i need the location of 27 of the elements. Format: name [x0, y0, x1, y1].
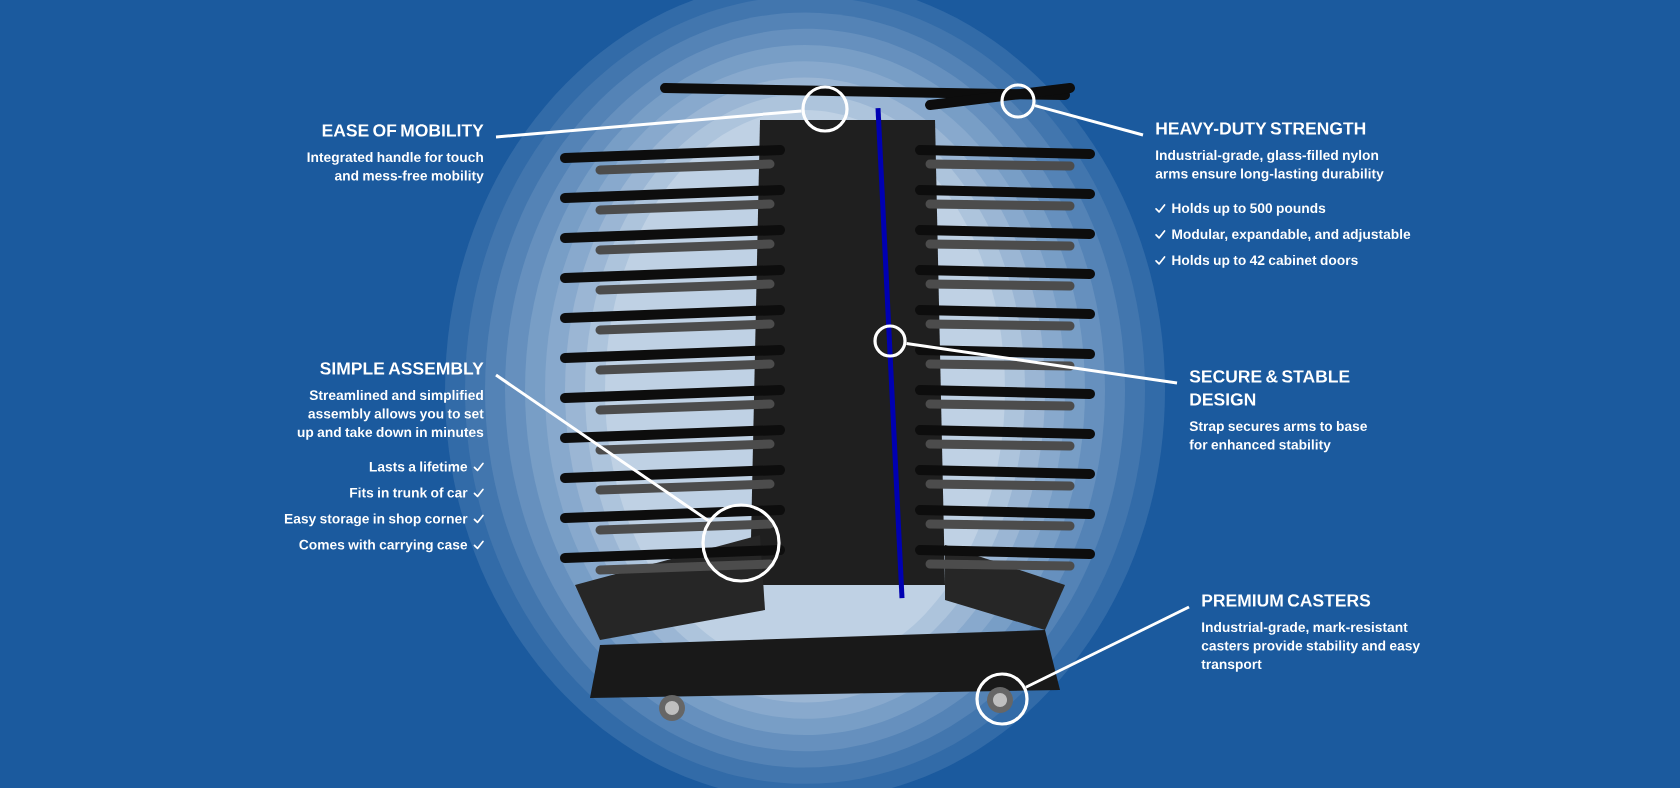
leader-line — [495, 373, 710, 522]
checklist-item: Easy storage in shop corner — [284, 513, 468, 527]
callout-circle — [975, 672, 1029, 726]
checklist-item: Comes with carrying case — [299, 539, 468, 553]
callout-circle — [873, 324, 907, 358]
leader-line — [495, 109, 802, 139]
callout-heading: PREMIUM CASTERS — [1202, 594, 1371, 607]
callout-heading: HEAVY-DUTY STRENGTH — [1156, 122, 1366, 135]
callout-text: Integrated handle for touch and mess-free mobility — [307, 151, 484, 184]
callout-text: Strap secures arms to base for enhanced stability — [1189, 420, 1367, 453]
checklist-item: Holds up to 42 cabinet doors — [1172, 254, 1358, 268]
checklist-item: Modular, expandable, and adjustable — [1172, 228, 1411, 242]
callout-circle — [1000, 83, 1036, 119]
callout-heading: SIMPLE ASSEMBLY — [320, 362, 484, 375]
checklist-item: Lasts a lifetime — [369, 461, 468, 472]
checklist-item: Holds up to 500 pounds — [1172, 202, 1326, 216]
leader-line — [906, 341, 1178, 385]
callout-text: Industrial-grade, glass-filled nylon arms ensure long-lasting durability — [1155, 149, 1384, 182]
leader-line — [1034, 104, 1144, 137]
leader-line — [1025, 605, 1190, 689]
callout-circle — [801, 85, 849, 133]
checklist-item: Fits in trunk of car — [350, 487, 468, 498]
callout-circle — [701, 503, 781, 583]
callout-heading: SECURE & STABLE DESIGN — [1189, 370, 1350, 406]
callout-text: Industrial-grade, mark-resistant casters provide stability and easy transport — [1201, 621, 1421, 672]
callout-text: Streamlined and simplified assembly allows you to set up and take down in minutes — [297, 389, 484, 440]
callout-heading: EASE OF MOBILITY — [322, 124, 484, 137]
